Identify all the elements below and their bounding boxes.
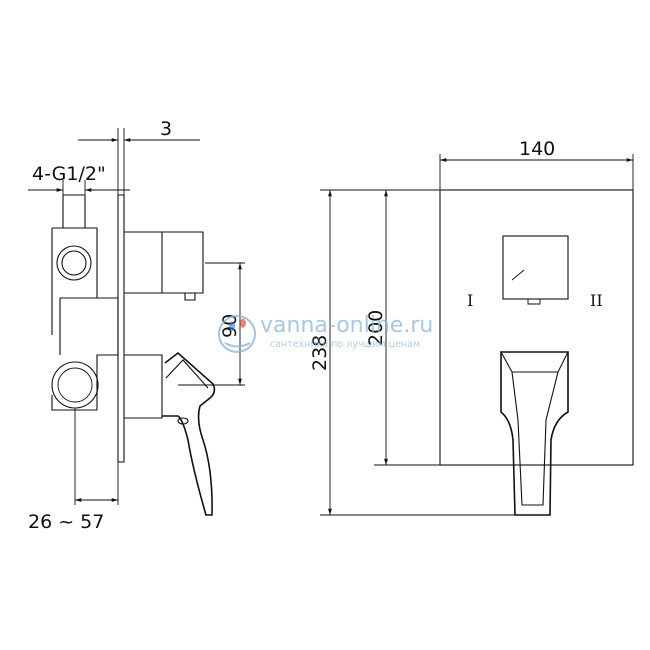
- dim-thread-size: 4-G1/2": [32, 163, 106, 185]
- valve-box-body: [51, 227, 119, 411]
- wall-plate: [117, 194, 125, 463]
- diverter-knob: [502, 235, 569, 300]
- diverter-pin-front: [527, 299, 541, 305]
- diverter-pin: [184, 293, 196, 301]
- front-view: I II: [439, 189, 634, 516]
- upper-port-inner: [61, 250, 87, 276]
- lever-handle: [162, 351, 216, 516]
- lower-port-circle: [51, 361, 99, 409]
- dim-plate-width: 140: [519, 138, 555, 160]
- lever-top-face: [165, 359, 209, 389]
- diverter-cylinder: [124, 231, 204, 294]
- dim-install-depth: 26 ~ 57: [28, 511, 104, 533]
- diverter-indicator: [511, 269, 525, 281]
- lever-front-top: [500, 351, 569, 373]
- cover-plate: [439, 189, 634, 466]
- upper-port-circle: [56, 245, 92, 281]
- side-view: [51, 194, 216, 516]
- handle-base: [124, 354, 163, 419]
- lever-front-face: [511, 371, 559, 506]
- watermark-tagline: сантехника по лучшим ценам: [270, 339, 420, 350]
- lever-screw: [177, 417, 189, 425]
- dim-overall-height: 238: [309, 335, 331, 371]
- watermark-site: vanna-online.ru: [260, 313, 433, 338]
- watermark: vanna-online.ru сантехника по лучшим цен…: [218, 313, 433, 353]
- outlet-mark-2: II: [590, 291, 603, 310]
- outlet-mark-1: I: [467, 291, 473, 310]
- side-view-dimensions: 3 4-G1/2" 90 26 ~ 57: [28, 118, 245, 533]
- top-pipe-stub: [62, 195, 86, 228]
- valve-box-inner: [59, 297, 97, 355]
- front-view-dimensions: 140 200 238: [309, 138, 634, 516]
- dim-plate-height: 200: [365, 310, 387, 346]
- dim-wall-thickness: 3: [160, 118, 172, 140]
- watermark-logo: [218, 315, 256, 353]
- lower-port-inner: [57, 367, 93, 403]
- lever-front: [500, 351, 569, 516]
